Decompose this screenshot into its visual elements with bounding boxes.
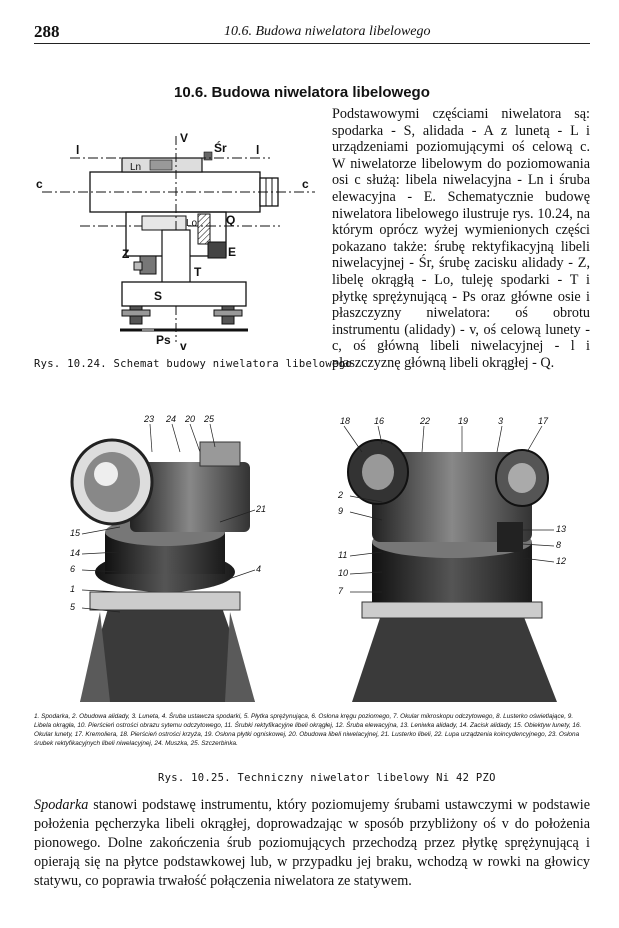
callout-12: 12	[556, 556, 566, 566]
circular-level	[141, 215, 187, 231]
callout-11: 11	[338, 550, 347, 560]
figure-10-25-caption: Rys. 10.25. Techniczny niwelator libelow…	[158, 772, 496, 784]
callout-21: 21	[255, 504, 266, 514]
label-c-left: c	[36, 177, 43, 191]
callout-3: 3	[498, 416, 503, 426]
callout-1: 1	[70, 584, 75, 594]
callout-24: 24	[165, 414, 176, 424]
callout-20: 20	[184, 414, 195, 424]
callout-10: 10	[338, 568, 348, 578]
callout-8: 8	[556, 540, 561, 550]
label-l-right: l	[256, 143, 259, 157]
callout-13: 13	[556, 524, 566, 534]
callout-4: 4	[256, 564, 261, 574]
label-lo: Lo	[186, 218, 198, 229]
callout-6: 6	[70, 564, 75, 574]
callout-25: 25	[203, 414, 215, 424]
elevation-screw	[207, 241, 227, 259]
callout-2: 2	[337, 490, 343, 500]
running-title: 10.6. Budowa niwelatora libelowego	[224, 24, 431, 39]
label-t: T	[194, 265, 202, 279]
callout-17: 17	[538, 416, 549, 426]
section-title: 10.6. Budowa niwelatora libelowego	[174, 84, 430, 101]
page-number: 288	[34, 22, 60, 41]
callout-9: 9	[338, 506, 343, 516]
label-v-top: V	[180, 131, 188, 145]
callout-15: 15	[70, 528, 81, 538]
label-e: E	[228, 245, 236, 259]
figure-10-24-caption: Rys. 10.24. Schemat budowy niwelatora li…	[34, 358, 352, 370]
level-photo-rear: 18 16 22 19 3 17 2 9 13 8 12 11 10 7	[322, 412, 580, 702]
label-ln: Ln	[130, 162, 141, 173]
callout-5: 5	[70, 602, 76, 612]
level-photo-front: 23 24 20 25 21 15 14 6 1 5 4	[40, 412, 290, 702]
label-z: Z	[122, 247, 129, 261]
label-ps: Ps	[156, 333, 171, 347]
callout-7: 7	[338, 586, 344, 596]
body-text: stanowi podstawę instrumentu, który pozi…	[34, 797, 590, 889]
label-s: S	[154, 289, 162, 303]
callout-14: 14	[70, 548, 80, 558]
label-q: Q	[226, 213, 235, 227]
label-l-left: l	[76, 143, 79, 157]
label-c-right: c	[302, 177, 309, 191]
tribrach	[121, 281, 247, 307]
tribrach-sleeve	[161, 229, 191, 287]
callout-16: 16	[374, 416, 384, 426]
callout-23: 23	[143, 414, 154, 424]
label-v-bottom: v	[180, 339, 187, 352]
callout-19: 19	[458, 416, 468, 426]
callout-22: 22	[419, 416, 430, 426]
body-lead-term: Spodarka	[34, 797, 89, 813]
callout-18: 18	[340, 416, 350, 426]
level-schematic-diagram: l V Śr l Ln c c Lo Q Z E T S Ps v	[36, 131, 315, 352]
running-header: 288 10.6. Budowa niwelatora libelowego	[34, 22, 590, 44]
figure-10-25-legend: 1. Spodarka, 2. Obudowa alidady, 3. Lune…	[34, 713, 582, 747]
label-sr: Śr	[214, 140, 227, 155]
intro-paragraph: Podstawowymi częściami niwelatora są: sp…	[332, 106, 590, 371]
body-paragraph: Spodarka stanowi podstawę instrumentu, k…	[34, 796, 590, 891]
